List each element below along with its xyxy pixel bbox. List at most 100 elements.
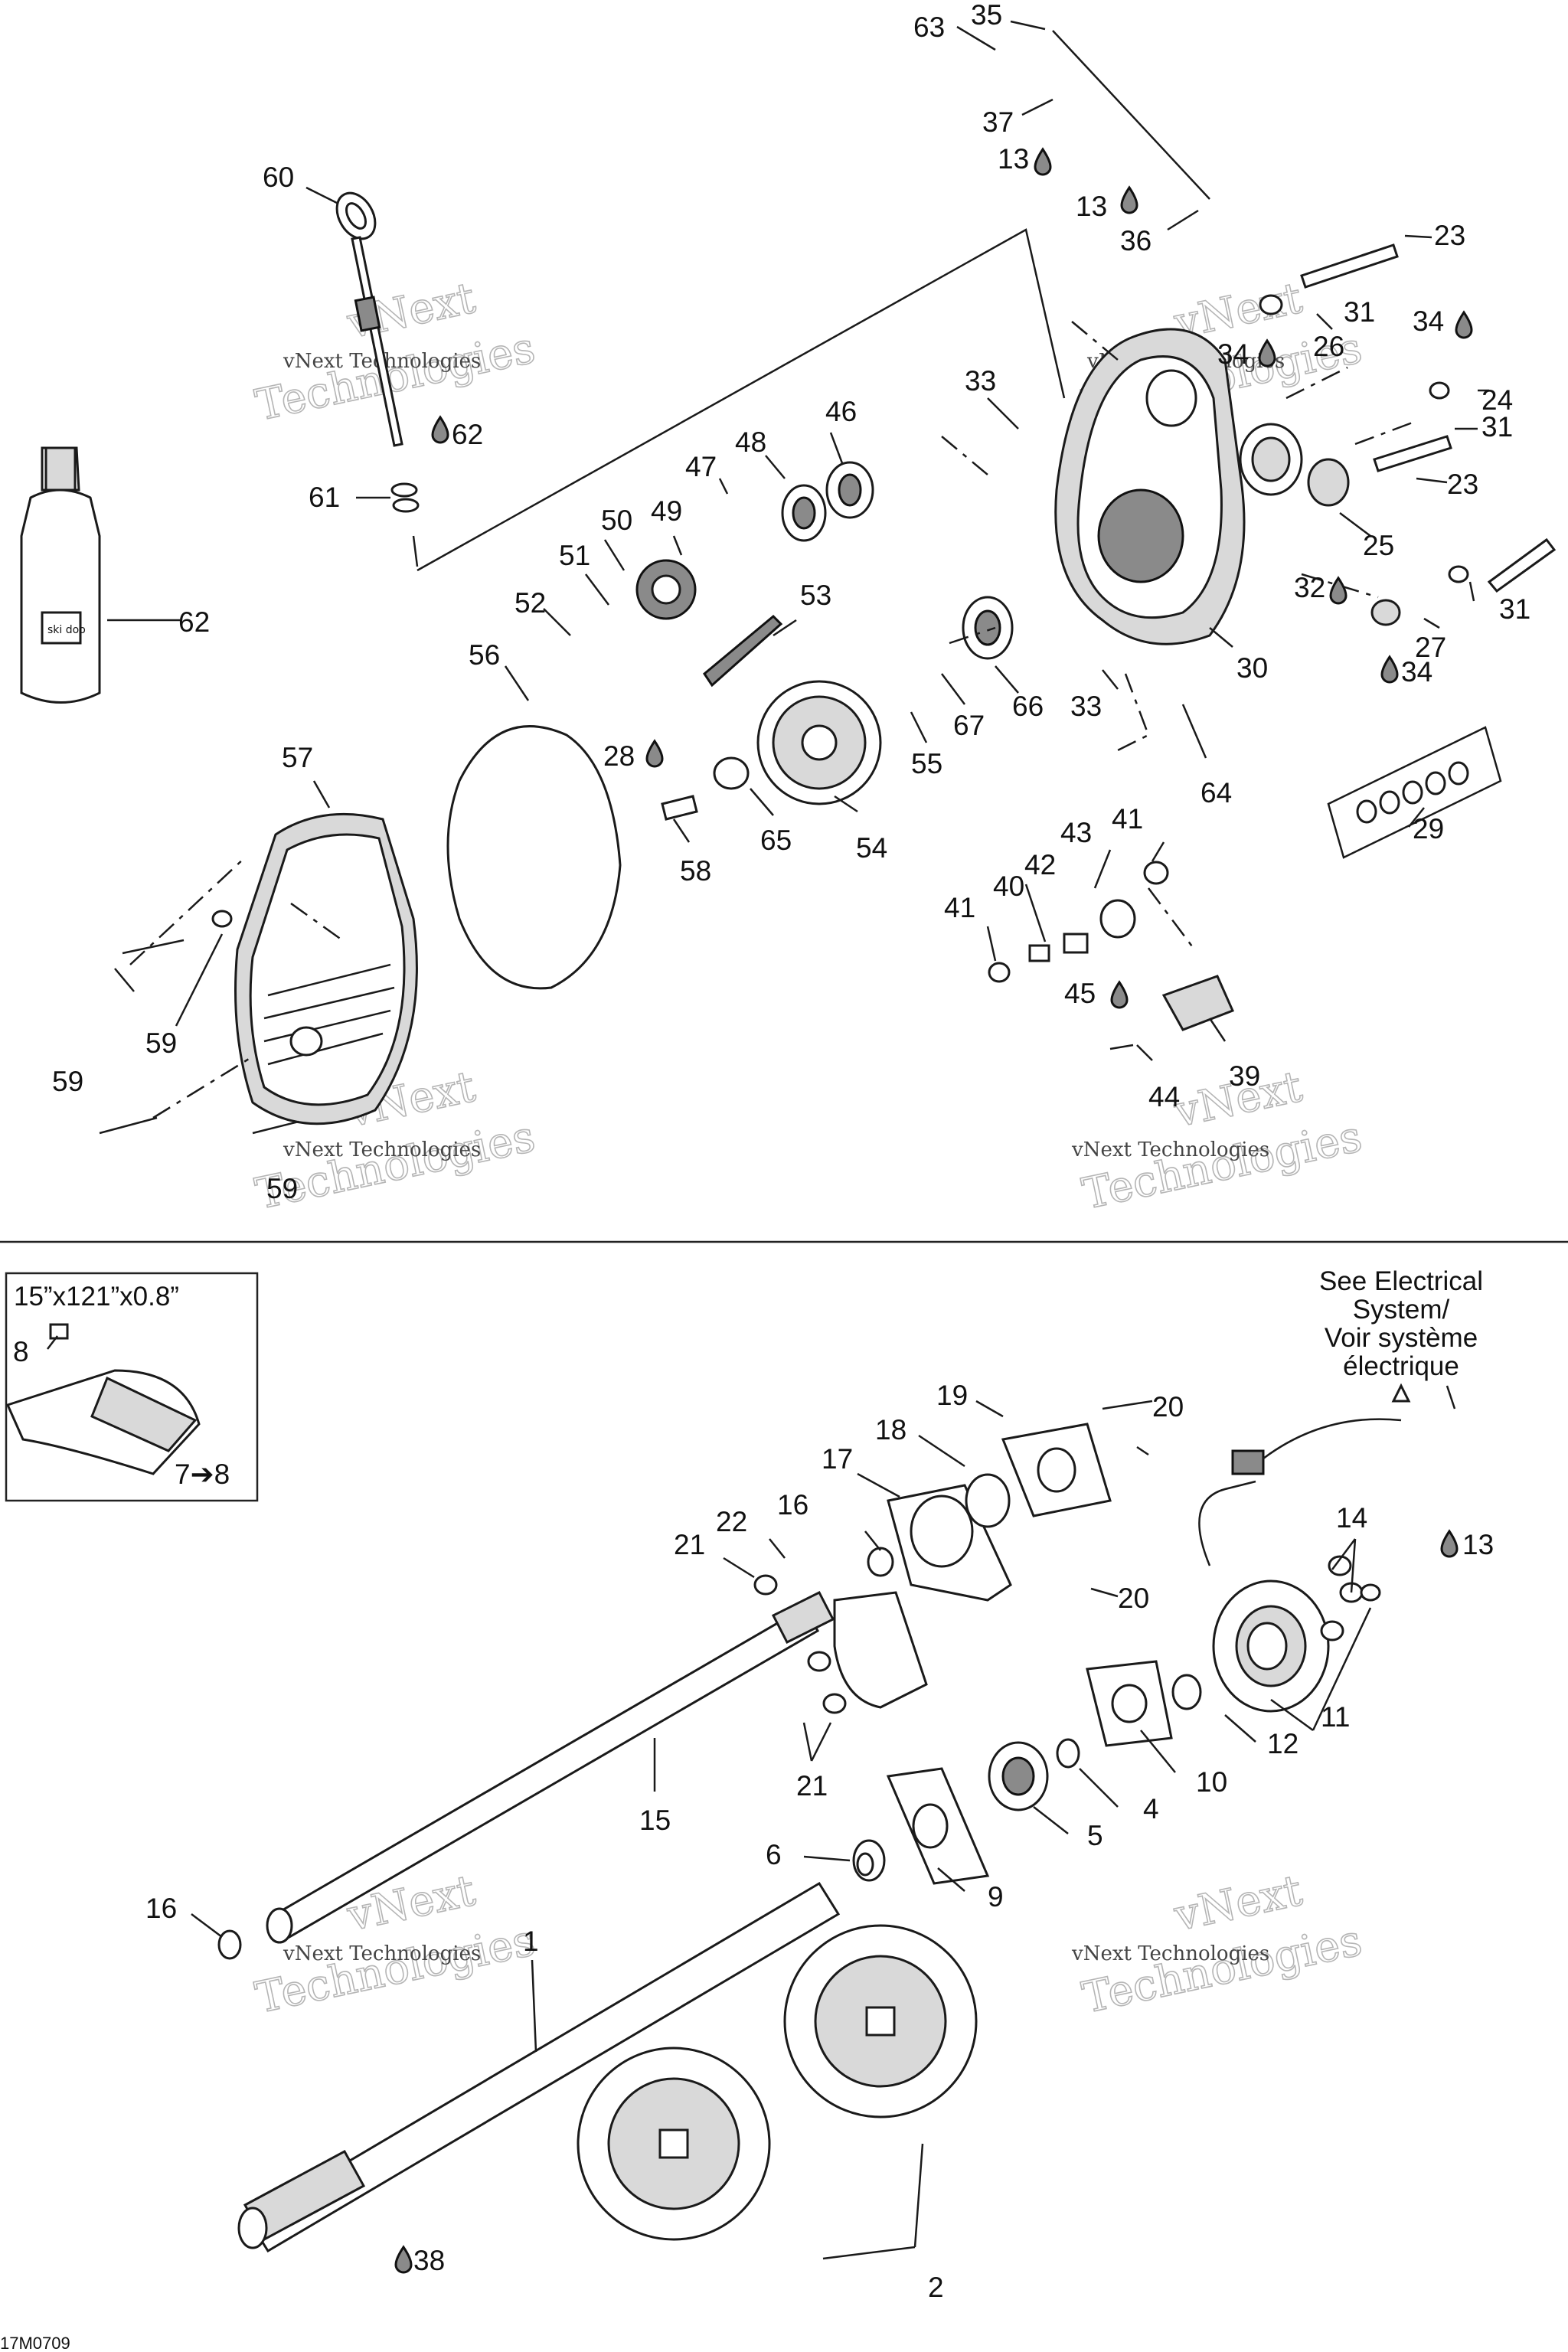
callout-58: 58 xyxy=(680,855,711,887)
callout-38: 38 xyxy=(413,2245,445,2276)
callout-23b: 23 xyxy=(1447,469,1478,500)
callout-43: 43 xyxy=(1060,817,1092,848)
callout-19: 19 xyxy=(936,1380,968,1411)
chain-cover xyxy=(234,812,418,1125)
electrical-note-line4: électrique xyxy=(1343,1351,1459,1381)
callout-37: 37 xyxy=(982,106,1014,138)
callout-45: 45 xyxy=(1064,978,1096,1009)
callout-15: 15 xyxy=(639,1805,671,1836)
callout-48: 48 xyxy=(735,426,766,458)
callout-60: 60 xyxy=(263,162,294,193)
callout-27: 27 xyxy=(1415,632,1446,663)
track-size-label: 15”x121”x0.8” xyxy=(14,1282,179,1312)
cover-bolts xyxy=(99,910,299,1135)
callout-42: 42 xyxy=(1024,849,1056,880)
drive-chain xyxy=(703,614,783,688)
oil-bottle: ski doo xyxy=(20,446,180,704)
electrical-note-line1: See Electrical xyxy=(1319,1266,1483,1296)
bearings-46-48 xyxy=(781,461,874,542)
electrical-note: See Electrical System/ Voir système élec… xyxy=(1319,1266,1483,1381)
callout-33a: 33 xyxy=(965,365,996,397)
callout-25: 25 xyxy=(1363,530,1394,561)
watermark-caption: vNext Technologies xyxy=(283,1138,481,1161)
callout-62a: 62 xyxy=(452,419,483,450)
callout-59a: 59 xyxy=(145,1027,177,1059)
callout-54: 54 xyxy=(856,832,887,864)
callout-11: 11 xyxy=(1321,1701,1350,1733)
callout-6: 6 xyxy=(766,1839,782,1870)
callout-18: 18 xyxy=(875,1414,906,1446)
spacer-65 xyxy=(713,756,750,790)
callout-41b: 41 xyxy=(944,892,975,923)
callout-59c: 59 xyxy=(266,1173,298,1204)
track-sprockets xyxy=(577,1924,978,2241)
driven-axle xyxy=(237,1881,841,2253)
callout-1: 1 xyxy=(523,1926,539,1957)
callout-34a: 34 xyxy=(1413,305,1444,337)
cover-gasket xyxy=(446,725,622,990)
callout-20a: 20 xyxy=(1152,1391,1184,1423)
callout-13b: 13 xyxy=(1076,191,1107,222)
bearing-plates xyxy=(852,1423,1173,1885)
callout-49: 49 xyxy=(651,495,682,527)
callout-9: 9 xyxy=(988,1881,1004,1913)
callout-50: 50 xyxy=(601,505,632,536)
callout-33b: 33 xyxy=(1070,691,1102,722)
lower-sprocket xyxy=(756,680,882,805)
callout-5: 5 xyxy=(1087,1820,1103,1851)
upper-sprocket xyxy=(635,559,697,620)
chain-tensioner xyxy=(988,861,1235,1050)
callout-34b: 34 xyxy=(1217,338,1249,370)
callout-8: 8 xyxy=(13,1336,29,1367)
callout-14: 14 xyxy=(1336,1502,1367,1534)
callout-47: 47 xyxy=(685,451,717,482)
callout-46: 46 xyxy=(825,396,857,427)
callout-21b: 21 xyxy=(796,1770,828,1802)
callout-31b: 31 xyxy=(1481,411,1513,443)
leader-lines-bottom xyxy=(47,1335,1456,2260)
callout-23a: 23 xyxy=(1434,220,1465,251)
callout-22: 22 xyxy=(716,1506,747,1537)
callout-7-8: 7➔8 xyxy=(175,1459,230,1490)
callout-28: 28 xyxy=(603,740,635,772)
callout-39: 39 xyxy=(1229,1060,1260,1092)
callout-67: 67 xyxy=(953,710,985,741)
callout-12: 12 xyxy=(1267,1728,1298,1759)
callout-53: 53 xyxy=(800,580,831,611)
callout-36: 36 xyxy=(1120,225,1152,256)
callout-55: 55 xyxy=(911,748,942,779)
callout-13a: 13 xyxy=(998,143,1029,175)
callout-31a: 31 xyxy=(1344,296,1375,328)
callout-52: 52 xyxy=(514,587,546,619)
callout-16b: 16 xyxy=(145,1893,177,1924)
callout-20b: 20 xyxy=(1118,1583,1149,1614)
drawing-code: 17M0709 xyxy=(0,2334,70,2352)
dipstick-assembly xyxy=(335,191,420,567)
callout-56: 56 xyxy=(469,639,500,671)
shim-stack xyxy=(1327,726,1502,859)
bearing-66 xyxy=(962,596,1014,660)
tension-rod xyxy=(1052,30,1210,200)
watermark-caption: vNext Technologies xyxy=(1071,1138,1269,1161)
callout-30: 30 xyxy=(1236,652,1268,684)
bolts-right xyxy=(1259,243,1557,626)
axle-bracket xyxy=(753,1547,928,1714)
callout-4: 4 xyxy=(1143,1793,1159,1824)
callout-32: 32 xyxy=(1294,572,1325,603)
callout-57: 57 xyxy=(282,742,313,773)
electrical-note-line2: System/ xyxy=(1353,1295,1450,1325)
callout-13: 13 xyxy=(1462,1529,1494,1560)
bolt-58 xyxy=(661,795,698,821)
drive-shaft xyxy=(266,1590,835,1944)
callout-10: 10 xyxy=(1196,1766,1227,1798)
callout-35: 35 xyxy=(971,0,1002,31)
callouts-top: 63 35 37 13 13 36 60 23 31 26 34 34 24 3… xyxy=(52,0,1530,1204)
callout-62b: 62 xyxy=(178,606,210,638)
callout-66: 66 xyxy=(1012,691,1044,722)
callout-59b: 59 xyxy=(52,1066,83,1097)
callouts-bottom: 8 7➔8 19 20 18 17 16 22 21 20 14 13 12 1… xyxy=(13,1336,1494,2303)
callout-51: 51 xyxy=(559,540,590,571)
leader-lines-top xyxy=(114,20,1489,1061)
callout-16a: 16 xyxy=(777,1489,808,1521)
